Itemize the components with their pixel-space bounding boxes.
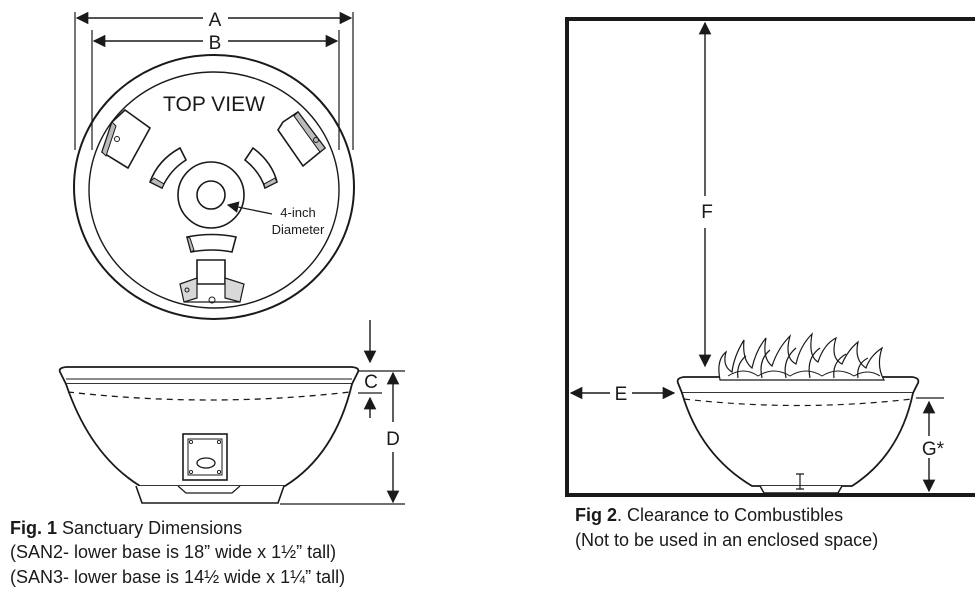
dim-b-label: B xyxy=(209,33,222,54)
bowl-inner-rim xyxy=(88,71,340,309)
fig1-caption-prefix: Fig. 1 xyxy=(10,518,58,538)
side-access-knob xyxy=(196,457,216,469)
bowl-outer-rim xyxy=(73,54,355,320)
dim-c-label: C xyxy=(364,372,378,393)
side-panel-screw-3 xyxy=(188,469,194,475)
fig1-top-view xyxy=(73,11,355,320)
dim-f-label: F xyxy=(701,202,713,223)
dim-e-label: E xyxy=(615,384,628,405)
fig1-caption-line1: Fig. 1 Sanctuary Dimensions xyxy=(10,516,242,540)
hole-label-line1: 4-inch xyxy=(280,205,315,220)
burner-ring xyxy=(177,161,245,229)
burner-slot-right-outer xyxy=(277,110,327,168)
valve-cover-top xyxy=(186,233,237,253)
side-fill-line xyxy=(67,391,351,401)
fig1-caption-line2: (SAN2- lower base is 18” wide x 1½” tall… xyxy=(10,542,337,562)
access-box-right-face xyxy=(224,277,245,303)
fig2-flames xyxy=(718,332,886,381)
side-lower-base xyxy=(135,485,285,504)
fig2-fill-line xyxy=(683,398,913,407)
dim-a-label: A xyxy=(209,10,222,31)
bolt-left xyxy=(114,136,120,142)
side-panel-screw-2 xyxy=(216,439,222,445)
fig2-clearance xyxy=(565,17,975,497)
side-panel-screw-4 xyxy=(216,469,222,475)
valve-cover-top-shade xyxy=(186,236,195,253)
side-base-notch xyxy=(177,485,241,494)
side-access-panel-inner xyxy=(187,438,223,476)
fig2-bowl-rim xyxy=(676,376,920,394)
side-panel-screw-1 xyxy=(188,439,194,445)
bolt-right xyxy=(313,137,319,143)
fig2-caption-line2: (Not to be used in an enclosed space) xyxy=(575,530,879,550)
dim-g-label: G* xyxy=(922,439,945,460)
fig1-caption-line3: (SAN3- lower base is 14½ wide x 1¼” tall… xyxy=(10,567,346,587)
burner-slot-left-inner-shade xyxy=(149,177,165,189)
gas-hole xyxy=(196,180,226,210)
fig2-caption-title: . Clearance to Combustibles xyxy=(617,505,844,525)
fig2-cursor-mark xyxy=(796,473,804,490)
hole-callout-arrow xyxy=(226,201,273,215)
fig1-side-view xyxy=(58,320,405,505)
hole-label-line2: Diameter xyxy=(272,222,325,237)
access-screw xyxy=(208,296,216,304)
fig2-flame-outline xyxy=(718,332,886,381)
fig1-caption-title: Sanctuary Dimensions xyxy=(62,518,243,538)
bolt-bottom-left xyxy=(184,287,190,293)
fig2-flame-base-curl xyxy=(727,370,881,377)
burner-slot-left-outer-shade xyxy=(101,121,117,157)
top-view-label: TOP VIEW xyxy=(163,93,265,116)
fig2-caption-line1: Fig 2. Clearance to Combustibles xyxy=(575,503,843,527)
fig2-caption-prefix: Fig 2 xyxy=(575,505,618,525)
side-rim xyxy=(58,366,360,385)
fig2-bowl-body xyxy=(681,392,914,487)
fig2-flame-inner-strokes xyxy=(737,347,869,379)
dim-d-label: D xyxy=(386,429,400,450)
burner-slot-right-inner-shade xyxy=(263,177,278,189)
access-box xyxy=(196,259,226,285)
burner-slot-left-inner xyxy=(149,146,188,190)
